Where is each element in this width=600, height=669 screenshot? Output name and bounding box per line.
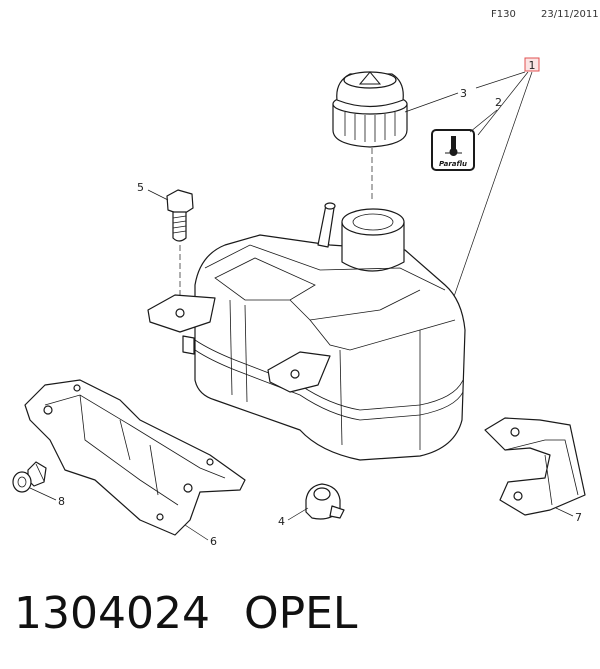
leader-1-to-3 (475, 71, 526, 89)
callout-5[interactable]: 5 (137, 181, 144, 194)
callout-4[interactable]: 4 (278, 515, 285, 528)
leader-8 (29, 487, 57, 501)
cap-body (332, 103, 408, 148)
tank-seam-lower (194, 349, 464, 421)
filler-cap[interactable] (332, 71, 408, 148)
leader-4 (287, 507, 309, 521)
callout-2[interactable]: 2 (495, 96, 502, 109)
callout-1[interactable]: 1 (524, 57, 540, 72)
footer-caption: 1304024 OPEL (14, 588, 357, 639)
heat-shield-body (24, 379, 246, 536)
bolt-shank (172, 211, 187, 242)
left-bracket-hole (175, 308, 185, 318)
callout-7[interactable]: 7 (575, 511, 582, 524)
tank-outlet (182, 335, 195, 355)
callout-6[interactable]: 6 (210, 535, 217, 548)
coolant-label[interactable]: Paraflu (431, 129, 475, 171)
callout-8[interactable]: 8 (58, 495, 65, 508)
callout-1-label: 1 (529, 59, 536, 72)
diagram-date: 23/11/2011 (541, 9, 599, 20)
clip-nut-hole (313, 487, 331, 501)
callout-3[interactable]: 3 (460, 87, 467, 100)
tank-breather-pipe (317, 204, 335, 248)
leader-1-to-2 (477, 71, 529, 136)
support-bracket-hole-bottom (513, 491, 523, 501)
diagram-code: F130 (491, 9, 516, 20)
bolt[interactable] (166, 189, 194, 242)
grommet[interactable] (12, 461, 47, 493)
support-bracket-hole-top (510, 427, 520, 437)
exploded-parts-diagram: 1 3 Paraflu (12, 57, 586, 548)
leader-7 (555, 507, 574, 517)
part-number: 1304024 (14, 588, 210, 639)
tank-body (194, 234, 466, 461)
tank-top-rib (214, 257, 316, 301)
warning-triangle-icon (358, 71, 382, 85)
tank-lower-rib (309, 319, 456, 351)
clip-nut[interactable] (305, 483, 345, 520)
tank-seam-upper (194, 339, 464, 411)
leader-5 (147, 189, 169, 201)
right-bracket-hole (290, 369, 300, 379)
coolant-label-text: Paraflu (439, 160, 467, 168)
expansion-tank[interactable] (147, 202, 466, 461)
leader-6 (184, 524, 209, 541)
tank-mid-rib (289, 289, 421, 321)
brand-name: OPEL (243, 588, 358, 639)
leader-1-to-tank (449, 71, 533, 309)
bolt-head (166, 189, 194, 216)
thermometer-icon (451, 136, 456, 150)
grommet-flange (12, 471, 32, 493)
leader-2 (469, 109, 498, 133)
leader-3 (404, 92, 459, 113)
heat-shield[interactable] (24, 379, 246, 536)
support-bracket[interactable] (484, 417, 586, 516)
tank-neck (341, 221, 405, 272)
tank-neck-opening (341, 208, 405, 236)
callout-1-box (524, 57, 540, 72)
support-bracket-body (484, 417, 586, 516)
tank-top-ridge (204, 244, 446, 291)
